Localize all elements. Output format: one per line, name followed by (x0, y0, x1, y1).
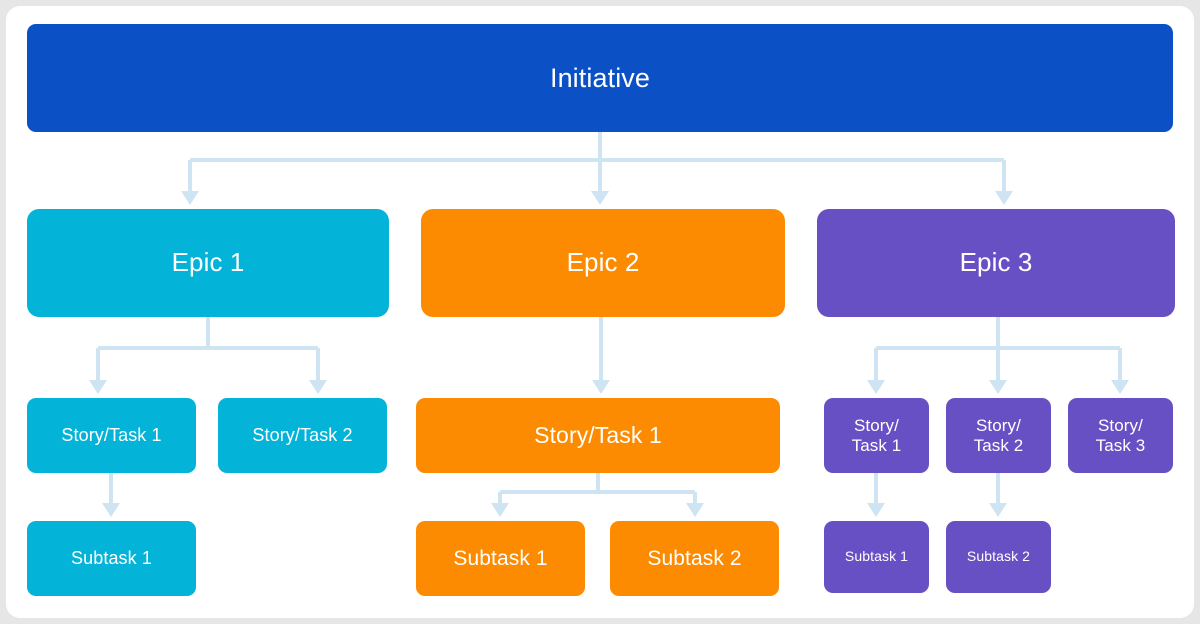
node-epic2-story-1[interactable]: Story/Task 1 (416, 398, 780, 473)
node-epic3-story-2[interactable]: Story/ Task 2 (946, 398, 1051, 473)
node-epic3-story-3[interactable]: Story/ Task 3 (1068, 398, 1173, 473)
node-epic3-subtask-2[interactable]: Subtask 2 (946, 521, 1051, 593)
node-epic1-story-2[interactable]: Story/Task 2 (218, 398, 387, 473)
node-initiative[interactable]: Initiative (27, 24, 1173, 132)
node-epic2-subtask-2[interactable]: Subtask 2 (610, 521, 779, 596)
node-epic-3[interactable]: Epic 3 (817, 209, 1175, 317)
node-epic3-story-1[interactable]: Story/ Task 1 (824, 398, 929, 473)
node-epic-2[interactable]: Epic 2 (421, 209, 785, 317)
node-epic2-subtask-1[interactable]: Subtask 1 (416, 521, 585, 596)
node-epic1-story-1[interactable]: Story/Task 1 (27, 398, 196, 473)
node-epic3-subtask-1[interactable]: Subtask 1 (824, 521, 929, 593)
node-epic1-subtask-1[interactable]: Subtask 1 (27, 521, 196, 596)
node-epic-1[interactable]: Epic 1 (27, 209, 389, 317)
